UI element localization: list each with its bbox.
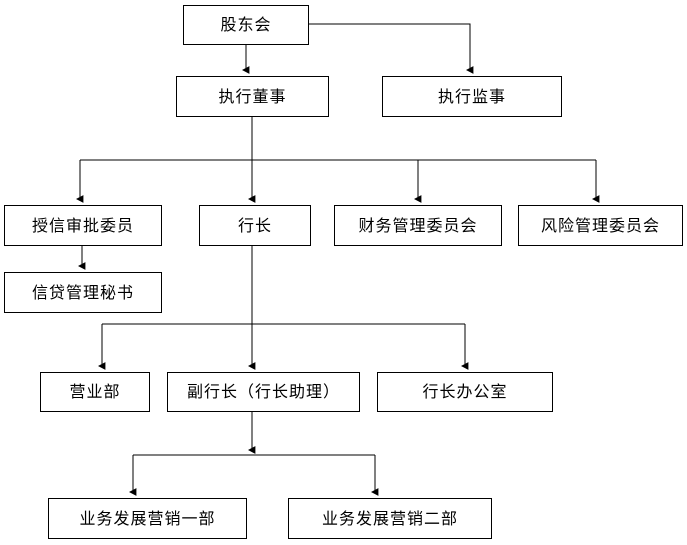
node-vice-president[interactable]: 副行长（行长助理） [167,372,360,412]
edge-shareholders-to-supervisor [309,23,474,74]
node-label-executive-supervisor: 执行监事 [437,86,506,106]
node-label-risk-management-committee: 风险管理委员会 [540,215,660,235]
node-label-shareholders-meeting: 股东会 [220,15,272,34]
node-business-department[interactable]: 营业部 [40,372,150,412]
node-label-finance-management-committee: 财务管理委员会 [358,215,478,235]
node-label-credit-approval-committee: 授信审批委员 [31,215,134,235]
node-credit-approval-committee[interactable]: 授信审批委员 [4,205,162,246]
node-finance-management-committee[interactable]: 财务管理委员会 [334,205,502,246]
node-shareholders-meeting[interactable]: 股东会 [183,5,309,45]
node-president[interactable]: 行长 [199,205,311,246]
node-business-dev-marketing-dept-2[interactable]: 业务发展营销二部 [288,498,492,539]
node-label-president-office: 行长办公室 [422,382,508,401]
node-risk-management-committee[interactable]: 风险管理委员会 [518,205,683,246]
node-label-president: 行长 [237,215,272,235]
node-label-vice-president: 副行长（行长助理） [186,382,340,401]
node-business-dev-marketing-dept-1[interactable]: 业务发展营销一部 [48,498,247,539]
node-president-office[interactable]: 行长办公室 [377,372,553,412]
node-label-credit-management-secretary: 信贷管理秘书 [31,282,134,302]
node-executive-director[interactable]: 执行董事 [176,76,329,117]
node-label-executive-director: 执行董事 [218,86,287,106]
node-executive-supervisor[interactable]: 执行监事 [382,76,562,117]
node-label-business-dev-marketing-dept-1: 业务发展营销一部 [79,508,216,528]
node-label-business-department: 营业部 [69,382,121,401]
node-credit-management-secretary[interactable]: 信贷管理秘书 [4,272,162,313]
node-label-business-dev-marketing-dept-2: 业务发展营销二部 [321,508,458,528]
